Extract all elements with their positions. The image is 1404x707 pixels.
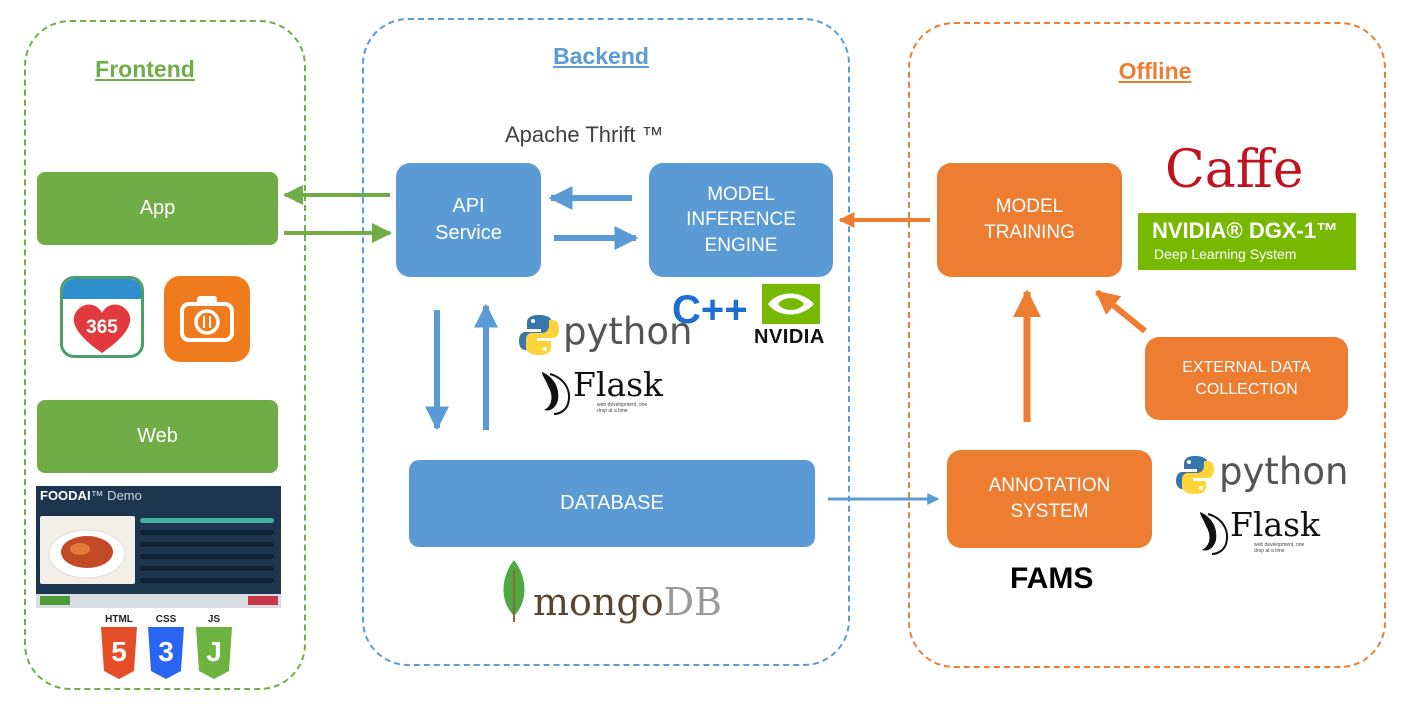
api-service-label: API Service (435, 195, 502, 244)
dgx-line2: Deep Learning System (1154, 246, 1297, 262)
html5-shield-icon: HTML 5 (99, 614, 139, 682)
annotation-system-label: ANNOTATION SYSTEM (988, 475, 1111, 522)
offline-panel (908, 22, 1386, 668)
css3-label: CSS (155, 614, 177, 625)
api-service-box: API Service (396, 163, 541, 277)
foodai-demo-title: ™ Demo (90, 488, 142, 503)
html5-label: HTML (105, 614, 133, 625)
nvidia-dgx-1-logo: NVIDIA® DGX-1™ Deep Learning System (1138, 213, 1356, 270)
offline-title: Offline (1118, 58, 1192, 84)
mongodb-text-a: mongo (533, 580, 664, 624)
mongodb-text: mongoDB (533, 580, 722, 624)
js-label: JS (207, 614, 221, 625)
python-logo-icon (519, 315, 559, 355)
flask-tagline-offline: web development, one drop at a time (1254, 542, 1305, 554)
css3-shield-icon: CSS 3 (146, 614, 186, 682)
apache-thrift-label: Apache Thrift ™ (505, 122, 664, 147)
calendar-heart-icon: 365 (60, 276, 144, 358)
cpp-logo: C++ (672, 288, 748, 332)
web-box: Web (37, 400, 278, 473)
web-label: Web (137, 425, 178, 447)
backend-panel (362, 18, 850, 666)
model-training-box: MODEL TRAINING (937, 163, 1122, 277)
flask-text: Flask (573, 365, 664, 404)
foodai-demo-screenshot: FOODAI™ Demo (36, 486, 281, 608)
python-logo-icon (1176, 456, 1214, 494)
database-label: DATABASE (560, 492, 664, 514)
external-data-collection-label: EXTERNAL DATA COLLECTION (1182, 358, 1311, 398)
css3-number: 3 (158, 636, 174, 667)
flask-logo-icon (1200, 512, 1228, 555)
annotation-system-box: ANNOTATION SYSTEM (947, 450, 1152, 548)
html5-number: 5 (111, 636, 127, 667)
app-365-text: 365 (86, 317, 118, 338)
python-text-offline: python (1219, 450, 1349, 493)
app-box: App (37, 172, 278, 245)
foodai-demo-brand: FOODAI (40, 488, 91, 503)
dgx-line1: NVIDIA® DGX-1™ (1152, 218, 1339, 243)
model-inference-engine-label: MODEL INFERENCE ENGINE (686, 183, 796, 256)
model-training-label: MODEL TRAINING (984, 196, 1075, 243)
database-box: DATABASE (409, 460, 815, 547)
model-inference-engine-box: MODEL INFERENCE ENGINE (649, 163, 833, 277)
caffe-logo: Caffe (1165, 140, 1304, 200)
flask-logo-icon (542, 372, 570, 415)
js-letter: J (206, 636, 222, 667)
flask-text-offline: Flask (1230, 505, 1321, 544)
mongodb-leaf-icon (503, 560, 525, 622)
nvidia-eye-icon (762, 284, 820, 324)
python-text: python (563, 310, 693, 353)
fams-label: FAMS (1010, 562, 1094, 595)
js-shield-icon: JS J (194, 614, 234, 682)
frontend-panel (24, 20, 306, 690)
flask-tagline: web development, one drop at a time (597, 402, 648, 414)
camera-food-icon (164, 276, 250, 362)
nvidia-text: NVIDIA (754, 326, 825, 348)
frontend-title: Frontend (95, 56, 195, 82)
backend-title: Backend (553, 43, 649, 69)
external-data-collection-box: EXTERNAL DATA COLLECTION (1145, 337, 1348, 420)
app-label: App (139, 197, 176, 219)
mongodb-text-b: DB (663, 580, 722, 624)
